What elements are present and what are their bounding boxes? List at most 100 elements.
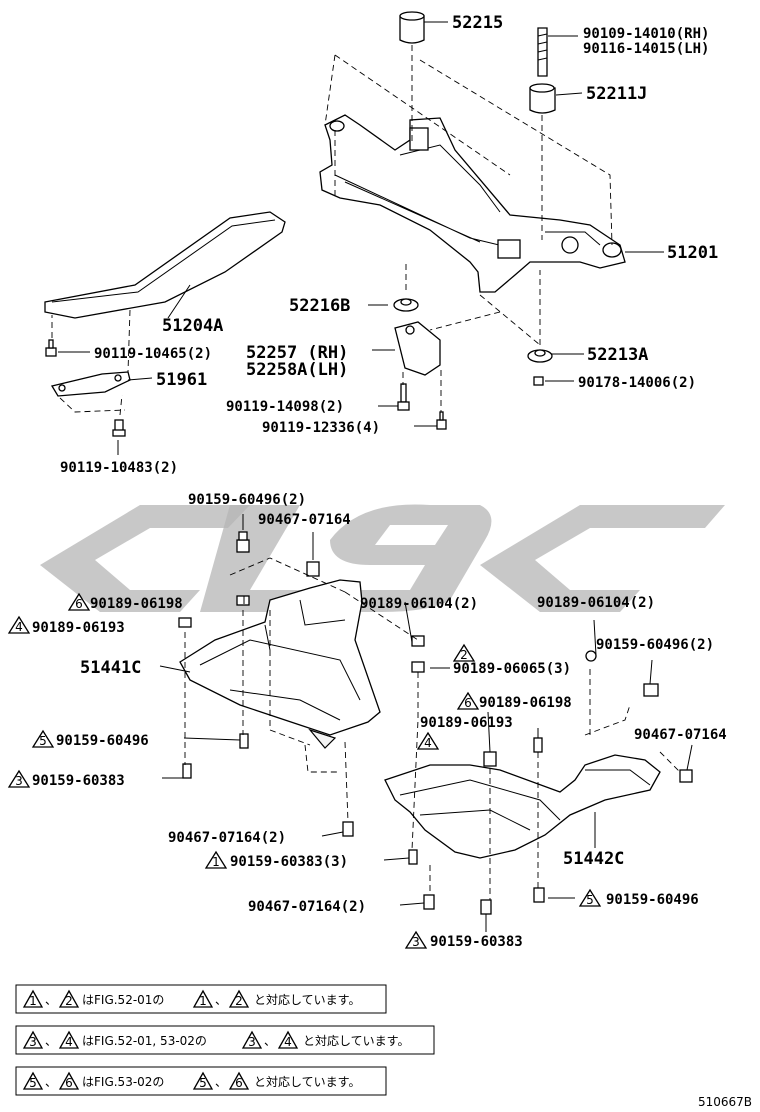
label-90189-06104-2b: 90189-06104(2) — [537, 595, 655, 611]
label-90189-06198-b: 90189-06198 — [479, 695, 572, 711]
svg-text:2: 2 — [460, 648, 468, 662]
label-51201: 51201 — [667, 243, 718, 263]
brace-51961 — [50, 371, 131, 397]
svg-text:3: 3 — [248, 1035, 256, 1049]
label-90159-60496-a: 90159-60496 — [56, 733, 149, 749]
fasteners-bottom — [178, 531, 693, 915]
label-90467-07164-2a: 90467-07164(2) — [168, 830, 286, 846]
watermark-logo — [40, 504, 725, 612]
label-90119-10465: 90119-10465(2) — [94, 346, 212, 362]
label-90178: 90178-14006(2) — [578, 375, 696, 391]
triangle-marker-2: 2 — [452, 643, 476, 662]
svg-text:4: 4 — [15, 620, 23, 634]
label-51961: 51961 — [156, 370, 207, 390]
label-90119-14098: 90119-14098(2) — [226, 399, 344, 415]
label-90159-60383-3: 90159-60383(3) — [230, 854, 348, 870]
leader-lines — [58, 21, 693, 932]
svg-text:と対応しています。: と対応しています。 — [254, 993, 360, 1007]
correspondence-notes: 1 、 2 はFIG.52-01の 1 、 2 と対応しています。 3 、 4 … — [15, 984, 435, 1096]
svg-text:はFIG.52-01の: はFIG.52-01の — [82, 993, 164, 1007]
label-90159-60496-b: 90159-60496 — [606, 892, 699, 908]
svg-text:1: 1 — [212, 855, 220, 869]
svg-text:2: 2 — [65, 994, 73, 1008]
label-51442c: 51442C — [563, 849, 624, 869]
label-90467-07164-2b: 90467-07164(2) — [248, 899, 366, 915]
label-52211j: 52211J — [586, 84, 647, 104]
svg-text:5: 5 — [29, 1076, 37, 1090]
svg-text:3: 3 — [412, 935, 420, 949]
triangle-marker-4a: 4 — [7, 615, 31, 634]
bushing-52215 — [399, 11, 425, 44]
triangle-marker-5b: 5 — [578, 888, 602, 907]
svg-text:、: 、 — [45, 1034, 57, 1048]
bolt-90119-14098 — [397, 383, 410, 411]
svg-text:5: 5 — [39, 734, 47, 748]
label-52257: 52257 (RH) — [246, 343, 348, 363]
label-51204a: 51204A — [162, 316, 223, 336]
svg-text:6: 6 — [464, 696, 472, 710]
brace-51204a — [44, 211, 286, 319]
label-90119-10483: 90119-10483(2) — [60, 460, 178, 476]
svg-text:と対応しています。: と対応しています。 — [254, 1075, 360, 1089]
svg-text:2: 2 — [235, 994, 243, 1008]
figure-code: 510667B — [698, 1095, 752, 1109]
svg-text:4: 4 — [284, 1035, 292, 1049]
triangle-marker-3a: 3 — [7, 769, 31, 788]
label-90159-60496-2a: 90159-60496(2) — [188, 492, 306, 508]
label-52213a: 52213A — [587, 345, 648, 365]
label-90119-12336: 90119-12336(4) — [262, 420, 380, 436]
part-labels: 52215 90109-14010(RH) 90116-14015(LH) 52… — [32, 13, 727, 950]
note-row-1: 1 、 2 はFIG.52-01の 1 、 2 と対応しています。 — [15, 984, 387, 1014]
label-90159-60496-2b: 90159-60496(2) — [596, 637, 714, 653]
triangle-marker-1: 1 — [204, 850, 228, 869]
note-row-3: 5 、 6 はFIG.53-02の 5 、 6 と対応しています。 — [15, 1066, 387, 1096]
label-90109: 90109-14010(RH) — [583, 26, 709, 42]
bolt-90178 — [533, 376, 544, 386]
label-51441c: 51441C — [80, 658, 141, 678]
bolt-90119-12336 — [436, 411, 447, 430]
triangle-marker-3b: 3 — [404, 930, 428, 949]
label-90116: 90116-14015(LH) — [583, 41, 709, 57]
bolt-90109 — [537, 27, 548, 77]
bushing-52211j — [529, 83, 556, 114]
label-90189-06193-b: 90189-06193 — [420, 715, 513, 731]
svg-text:4: 4 — [65, 1035, 73, 1049]
label-90467-07164-a: 90467-07164 — [258, 512, 351, 528]
triangle-marker-5a: 5 — [31, 729, 55, 748]
assembly-lines-bottom — [184, 557, 681, 900]
bracket-52257 — [394, 321, 441, 376]
label-52216b: 52216B — [289, 296, 350, 316]
crossmember-51201 — [319, 114, 626, 293]
svg-text:はFIG.52-01, 53-02の: はFIG.52-01, 53-02の — [82, 1034, 207, 1048]
svg-text:6: 6 — [75, 597, 83, 611]
svg-text:はFIG.53-02の: はFIG.53-02の — [82, 1075, 164, 1089]
label-90189-06104-2a: 90189-06104(2) — [360, 596, 478, 612]
label-90159-60383-a: 90159-60383 — [32, 773, 125, 789]
svg-text:、: 、 — [215, 1075, 227, 1089]
triangle-markers: 6 4 2 6 4 5 3 1 — [7, 592, 602, 949]
stopper-52213a — [527, 349, 553, 363]
svg-text:、: 、 — [215, 993, 227, 1007]
svg-text:5: 5 — [586, 893, 594, 907]
label-90189-06065: 90189-06065(3) — [453, 661, 571, 677]
label-52215: 52215 — [452, 13, 503, 33]
label-90159-60383-b: 90159-60383 — [430, 934, 523, 950]
svg-text:1: 1 — [199, 994, 207, 1008]
svg-text:、: 、 — [45, 1075, 57, 1089]
svg-text:、: 、 — [45, 993, 57, 1007]
svg-text:と対応しています。: と対応しています。 — [303, 1034, 409, 1048]
svg-text:4: 4 — [424, 736, 432, 750]
note-row-2: 3 、 4 はFIG.52-01, 53-02の 3 、 4 と対応しています。 — [15, 1025, 435, 1055]
cover-51442c — [384, 754, 661, 859]
triangle-marker-6a: 6 — [67, 592, 91, 611]
svg-text:1: 1 — [29, 994, 37, 1008]
triangle-marker-4b: 4 — [416, 731, 440, 750]
label-52258a: 52258A(LH) — [246, 360, 348, 380]
svg-text:3: 3 — [29, 1035, 37, 1049]
label-90189-06193-a: 90189-06193 — [32, 620, 125, 636]
label-90189-06198-a: 90189-06198 — [90, 596, 183, 612]
triangle-marker-6b: 6 — [456, 691, 480, 710]
assembly-lines-top — [51, 45, 613, 416]
svg-text:6: 6 — [235, 1076, 243, 1090]
